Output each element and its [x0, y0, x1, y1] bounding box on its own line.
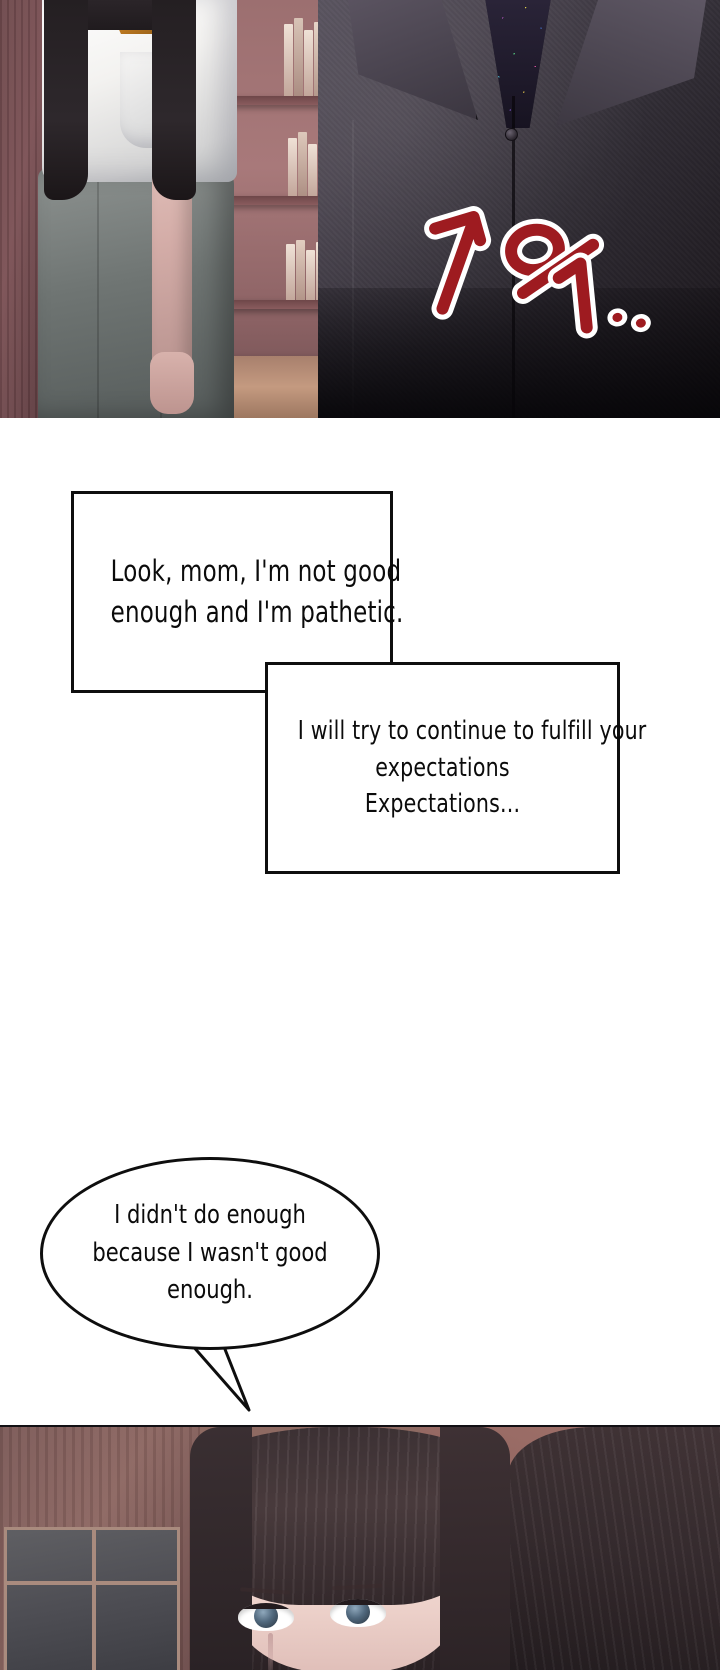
shelf-board [112, 196, 408, 205]
narration-box-one: Look, mom, I'm not good enough and I'm p… [71, 491, 404, 693]
girl-hair-right [152, 0, 196, 200]
man-shirt-button [505, 128, 518, 141]
thought-bubble: I didn't do enough because I wasn't good… [40, 1157, 380, 1350]
box-overlap-mask [268, 665, 390, 690]
shelf-board [112, 300, 408, 309]
second-girl-hair [508, 1427, 720, 1670]
girl-eye-left [238, 1603, 294, 1631]
girl-eye-right [330, 1599, 386, 1627]
girl-hair-left [44, 0, 88, 200]
thought-bubble-text: I didn't do enough because I wasn't good… [92, 1199, 328, 1306]
girl-hair-top [86, 0, 156, 30]
narration-box-one-text: Look, mom, I'm not good enough and I'm p… [110, 553, 404, 629]
man-sleeve-seam [352, 120, 354, 418]
girl-hand [150, 352, 194, 414]
shelf-board [112, 96, 408, 105]
narration-box-two: I will try to continue to fulfill your e… [265, 662, 647, 874]
panel-bottom [0, 1425, 720, 1670]
narration-box-two-text: I will try to continue to fulfill your e… [297, 715, 647, 820]
thought-bubble-shape [40, 1157, 380, 1350]
window [4, 1527, 180, 1670]
panel-top [0, 0, 720, 418]
girl-hair-side-right [440, 1427, 510, 1670]
girl-skirt [38, 168, 234, 418]
man-shirt-shadow [318, 288, 720, 418]
girl-tear [268, 1633, 273, 1670]
girl-hair-side-left [190, 1427, 252, 1670]
